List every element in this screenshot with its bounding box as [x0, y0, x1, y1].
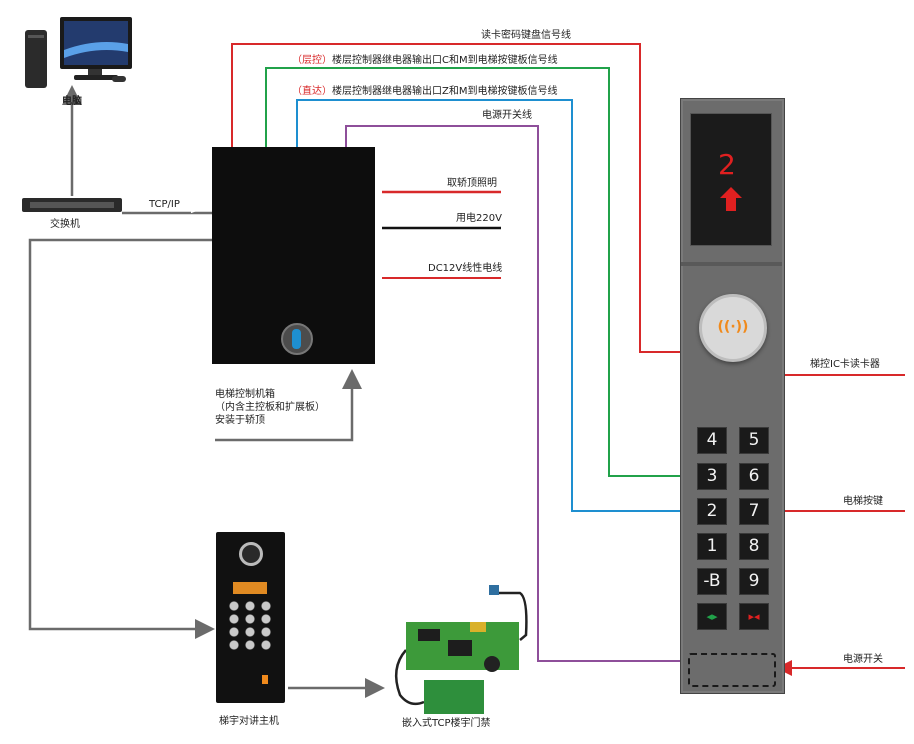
floor-key-7[interactable]: 7: [739, 498, 769, 525]
camera-icon: [239, 542, 263, 566]
intercom-indicator: [262, 675, 268, 684]
controller-label: ACCESS Controller: [187, 203, 205, 376]
power-220-label: 用电220V: [456, 213, 502, 224]
box-label-line2: （内含主控板和扩展板）: [215, 402, 325, 413]
box-label-line1: 电梯控制机箱: [215, 389, 275, 400]
intercom-screen: [233, 582, 267, 594]
floor-key-b[interactable]: -B: [697, 568, 727, 595]
up-arrow-icon: [720, 187, 742, 198]
door-close-button[interactable]: ▸◂: [739, 603, 769, 630]
switch-label: 交换机: [50, 219, 80, 230]
floor-key-8[interactable]: 8: [739, 533, 769, 560]
panel-divider: [681, 262, 782, 266]
floor-line-text: 楼层控制器继电器输出口C和M到电梯按键板信号线: [332, 55, 558, 66]
direct-line-text: 楼层控制器继电器输出口Z和M到电梯按键板信号线: [332, 86, 558, 97]
card-reader-button[interactable]: ((·)): [699, 294, 767, 362]
floor-key-2[interactable]: 2: [697, 498, 727, 525]
floor-key-1[interactable]: 1: [697, 533, 727, 560]
up-arrow-stem: [726, 197, 736, 211]
direct-line-prefix: （直达）: [292, 86, 332, 97]
floor-key-3[interactable]: 3: [697, 463, 727, 490]
floor-key-5[interactable]: 5: [739, 427, 769, 454]
intercom-unit: [216, 532, 285, 703]
embedded-access-label: 嵌入式TCP楼宇门禁: [402, 718, 491, 729]
power-switch-line-label: 电源开关线: [482, 110, 532, 121]
switch-icon: [22, 198, 122, 212]
floor-number: 2: [718, 148, 736, 181]
floor-key-6[interactable]: 6: [739, 463, 769, 490]
computer-label: 电脑: [62, 96, 82, 107]
reader-line-label: 读卡密码键盘信号线: [481, 30, 571, 41]
box-label-line3: 安装于轿顶: [215, 415, 265, 426]
floor-display: [690, 113, 772, 246]
rfid-icon: ((·)): [717, 319, 749, 335]
floor-line-label: （层控）楼层控制器继电器输出口C和M到电梯按键板信号线: [292, 55, 558, 67]
car-light-label: 取轿顶照明: [447, 178, 497, 189]
elevator-button-label: 电梯按键: [843, 496, 883, 507]
tcpip-label: TCP/IP: [149, 199, 180, 210]
power-switch-label: 电源开关: [843, 654, 883, 665]
dc12-label: DC12V线性电线: [428, 263, 503, 274]
direct-line-label: （直达）楼层控制器继电器输出口Z和M到电梯按键板信号线: [292, 86, 557, 98]
card-reader-label: 梯控IC卡读卡器: [810, 359, 880, 370]
computer-icon: [25, 17, 132, 88]
door-open-button[interactable]: ◂▸: [697, 603, 727, 630]
floor-key-4[interactable]: 4: [697, 427, 727, 454]
intercom-label: 梯宇对讲主机: [219, 716, 279, 727]
embedded-board-icon: [394, 585, 528, 714]
intercom-keypad[interactable]: [228, 600, 276, 652]
power-switch-slot[interactable]: [688, 653, 776, 687]
key-lock-icon: [281, 323, 313, 355]
floor-key-9[interactable]: 9: [739, 568, 769, 595]
floor-line-prefix: （层控）: [292, 55, 332, 66]
